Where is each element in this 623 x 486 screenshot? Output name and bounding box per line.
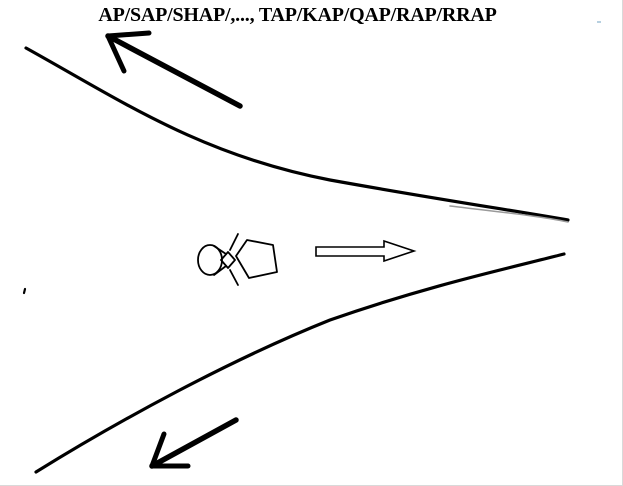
motion-direction-arrow [316,241,414,261]
robot-center-diamond [221,252,235,268]
lower-left-arrow [152,420,236,466]
robot-antenna-upper-right [230,234,238,250]
robot-antenna-lower-right [230,270,238,285]
upper-left-arrow [108,33,240,106]
robot-icon [198,234,277,285]
lower-boundary-curve [36,254,564,472]
upper-boundary-curve-shadow [450,206,568,222]
upper-boundary-curve [26,48,568,220]
robot-pentagon-body [236,240,277,278]
stray-dot [24,289,25,293]
